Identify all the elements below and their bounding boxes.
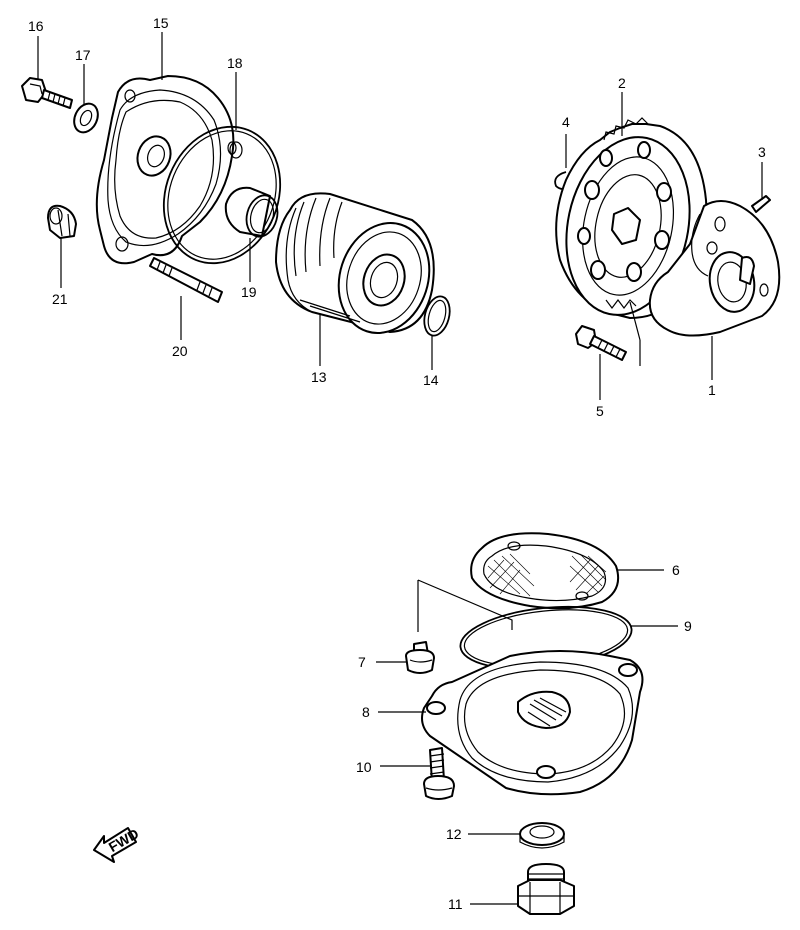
leader-lines <box>37 32 763 905</box>
callout-11: 11 <box>448 896 463 912</box>
callout-9: 9 <box>684 618 692 634</box>
callout-16: 16 <box>28 18 44 34</box>
part-11-drain-plug[interactable] <box>517 863 575 915</box>
callout-15: 15 <box>153 15 169 31</box>
part-3-pin[interactable] <box>751 195 771 213</box>
part-19-o-ring-small[interactable] <box>224 186 282 240</box>
callout-7: 7 <box>358 654 366 670</box>
callout-20: 20 <box>172 343 188 359</box>
callout-12: 12 <box>446 826 462 842</box>
callout-6: 6 <box>672 562 680 578</box>
part-21-cap-nut[interactable] <box>47 204 77 239</box>
part-17-washer[interactable] <box>70 100 103 136</box>
part-5-bolt[interactable] <box>575 325 627 361</box>
callout-14: 14 <box>423 372 439 388</box>
part-18-o-ring[interactable] <box>144 109 300 281</box>
callout-17: 17 <box>75 47 91 63</box>
callout-4: 4 <box>562 114 570 130</box>
fwd-arrow-icon: FWD <box>93 825 141 863</box>
part-8-strainer-cap[interactable] <box>421 650 644 796</box>
part-10-bolt[interactable] <box>423 747 455 800</box>
callout-labels: 16 17 15 18 21 20 19 13 14 4 2 3 1 5 6 9… <box>28 15 766 912</box>
part-12-gasket[interactable] <box>519 822 565 849</box>
part-20-stud[interactable] <box>149 257 223 303</box>
part-6-oil-strainer[interactable] <box>470 532 620 610</box>
callout-1: 1 <box>708 382 716 398</box>
alignment-line-5 <box>629 301 641 366</box>
part-13-oil-filter[interactable] <box>275 192 443 345</box>
part-15-filter-cover[interactable] <box>95 75 237 265</box>
callout-2: 2 <box>618 75 626 91</box>
callout-19: 19 <box>241 284 257 300</box>
callout-21: 21 <box>52 291 68 307</box>
callout-18: 18 <box>227 55 243 71</box>
alignment-line-strainer <box>417 579 513 632</box>
callout-3: 3 <box>758 144 766 160</box>
callout-13: 13 <box>311 369 327 385</box>
part-7-bolt[interactable] <box>405 641 435 674</box>
part-16-bolt[interactable] <box>21 77 73 109</box>
callout-8: 8 <box>362 704 370 720</box>
part-1-pump-body[interactable] <box>648 200 781 337</box>
part-14-o-ring[interactable] <box>420 294 454 339</box>
callout-5: 5 <box>596 403 604 419</box>
callout-10: 10 <box>356 759 372 775</box>
